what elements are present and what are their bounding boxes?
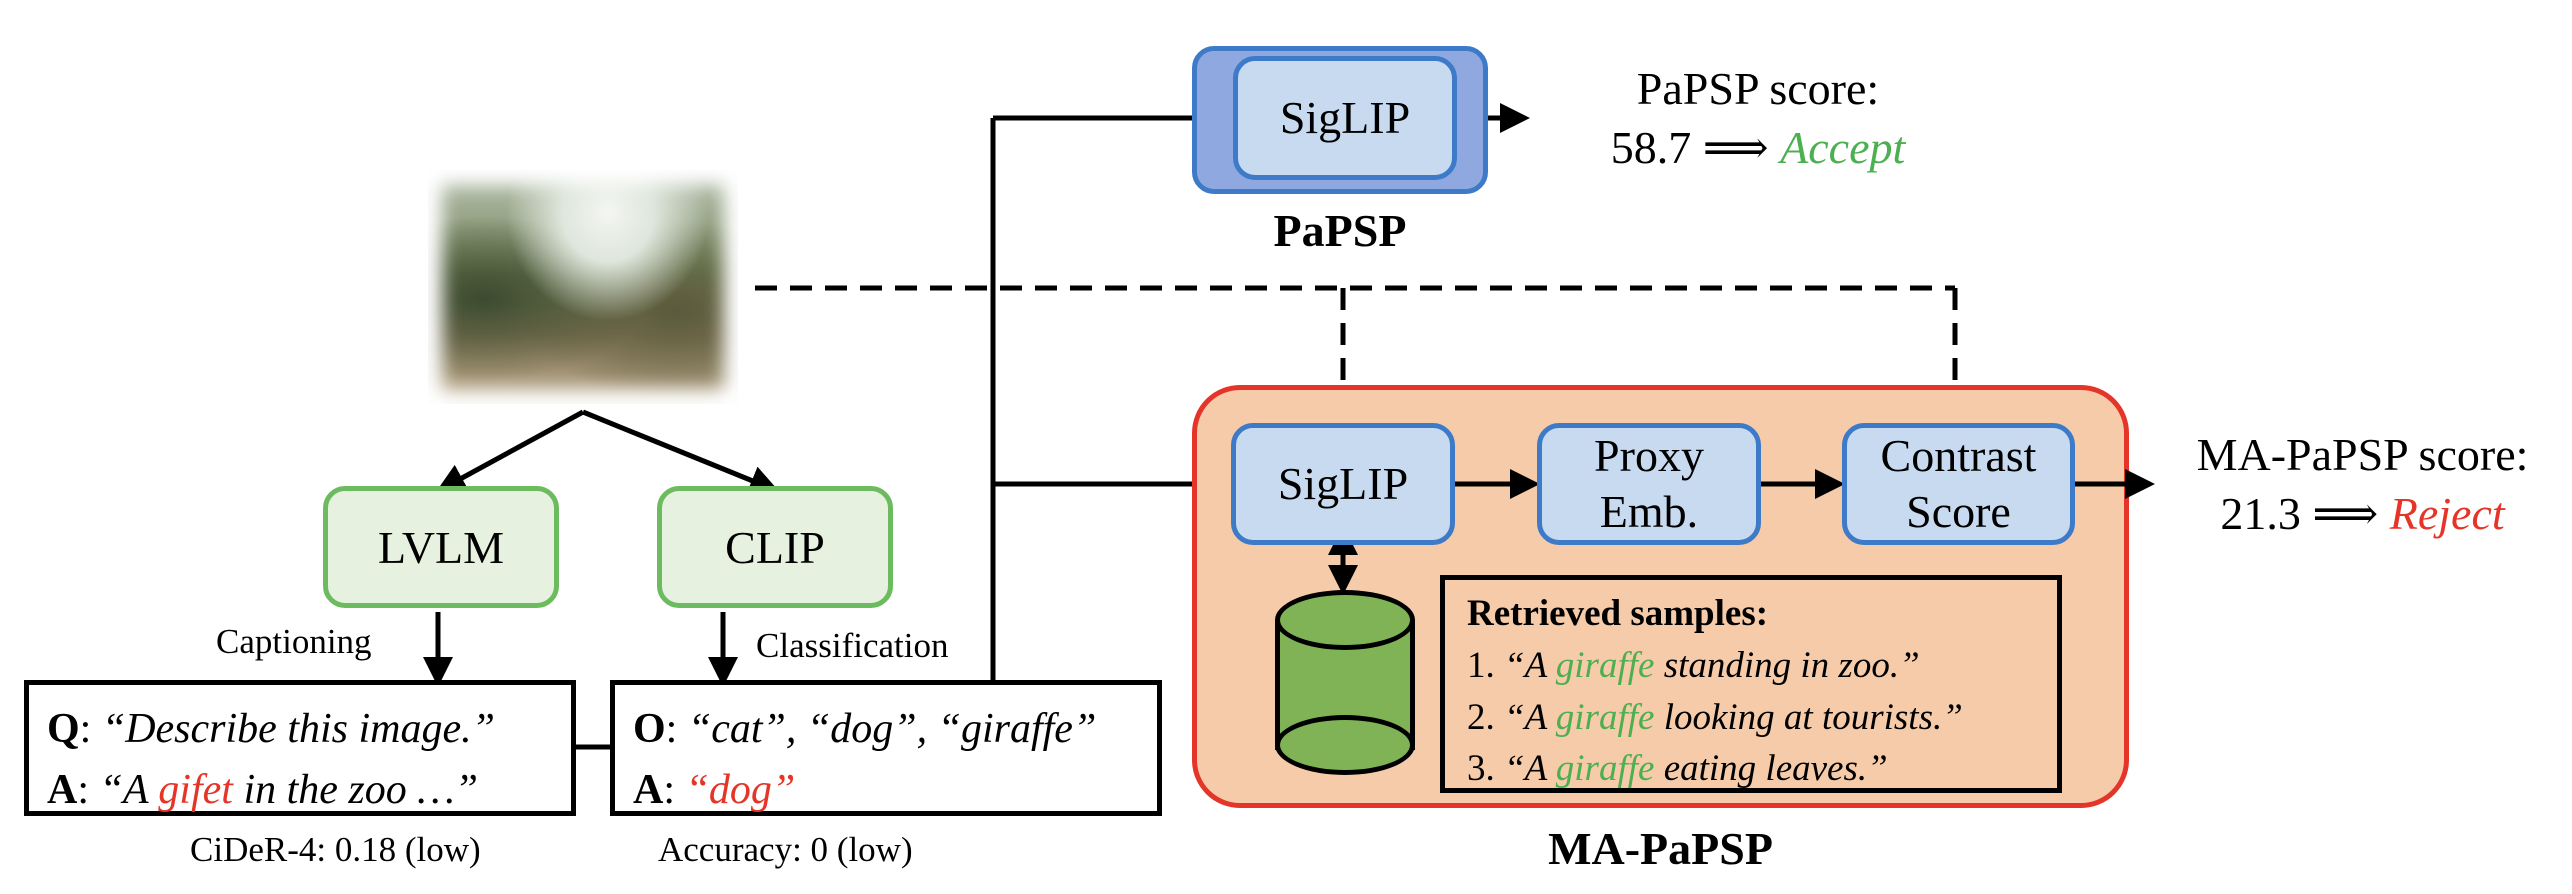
caption-qa-box: Q: “Describe this image.” A: “A gifet in… — [24, 680, 576, 816]
papsp-siglip-box: SigLIP — [1233, 56, 1457, 180]
ma-score-value: 21.3 ⟹ — [2220, 487, 2379, 539]
retrieved-item: 1. “A giraffe standing in zoo.” — [1467, 644, 1920, 686]
proxy-line2: Emb. — [1599, 486, 1699, 537]
classification-answer-line: A: “dog” — [633, 766, 796, 813]
caption-q-text: “Describe this image.” — [101, 706, 495, 752]
lvlm-label: LVLM — [377, 521, 505, 573]
classification-o-key: O — [633, 706, 666, 752]
retrieved-title: Retrieved samples: — [1467, 593, 1769, 634]
retrieved-item: 3. “A giraffe eating leaves.” — [1467, 748, 1888, 790]
classification-options: “cat”, “dog”, “giraffe” — [687, 706, 1097, 752]
classification-box: O: “cat”, “dog”, “giraffe” A: “dog” — [610, 680, 1162, 816]
ma-score-line: 21.3 ⟹ Reject — [2160, 485, 2565, 544]
ma-score-label: MA-PaPSP score: — [2196, 429, 2529, 480]
classification-options-line: O: “cat”, “dog”, “giraffe” — [633, 706, 1097, 752]
caption-answer-line: A: “A gifet in the zoo …” — [47, 766, 478, 813]
contrast-line1: Contrast — [1880, 429, 2037, 481]
ma-decision: Reject — [2389, 487, 2505, 539]
papsp-score-value: 58.7 ⟹ — [1610, 121, 1769, 173]
clip-box: CLIP — [657, 486, 893, 608]
papsp-score-label: PaPSP score: — [1636, 63, 1880, 114]
caption-q-key: Q — [47, 706, 80, 752]
papsp-siglip-label: SigLIP — [1279, 91, 1411, 143]
retrieved-item: 2. “A giraffe looking at tourists.” — [1467, 696, 1963, 738]
caption-a-key: A — [47, 766, 78, 813]
caption-metric: CiDeR-4: 0.18 (low) — [190, 830, 481, 869]
contrast-line2: Score — [1906, 486, 2011, 537]
database-top — [1275, 590, 1415, 650]
papsp-label: PaPSP — [1273, 205, 1407, 256]
retrieved-samples-box: Retrieved samples: 1. “A giraffe standin… — [1440, 575, 2062, 793]
classification-metric: Accuracy: 0 (low) — [658, 830, 913, 869]
proxy-emb-box: Proxy Emb. — [1537, 423, 1761, 545]
arrow-image-to-clip — [582, 409, 780, 495]
ma-siglip-label: SigLIP — [1277, 457, 1409, 509]
giraffe-photo — [428, 170, 738, 404]
caption-a-post: in the zoo …” — [232, 766, 478, 813]
database-bottom — [1275, 715, 1415, 775]
ma-siglip-box: SigLIP — [1231, 423, 1455, 545]
classification-answer: “dog” — [685, 766, 796, 813]
caption-a-wrong: gifet — [158, 766, 233, 813]
caption-question-line: Q: “Describe this image.” — [47, 706, 495, 752]
arrow-image-to-lvlm — [435, 409, 585, 493]
papsp-decision: Accept — [1780, 121, 1906, 173]
ma-papsp-score: MA-PaPSP score: 21.3 ⟹ Reject — [2160, 426, 2565, 544]
ma-papsp-label: MA-PaPSP — [1548, 823, 1773, 874]
contrast-score-box: Contrast Score — [1842, 423, 2075, 545]
classification-a-key: A — [633, 766, 664, 813]
proxy-line1: Proxy — [1594, 429, 1704, 481]
captioning-label: Captioning — [216, 622, 372, 661]
lvlm-box: LVLM — [323, 486, 559, 608]
papsp-score-line: 58.7 ⟹ Accept — [1578, 119, 1938, 178]
caption-a-pre: “A — [99, 766, 159, 813]
clip-label: CLIP — [725, 521, 825, 573]
papsp-score: PaPSP score: 58.7 ⟹ Accept — [1578, 60, 1938, 178]
classification-label: Classification — [756, 626, 949, 665]
